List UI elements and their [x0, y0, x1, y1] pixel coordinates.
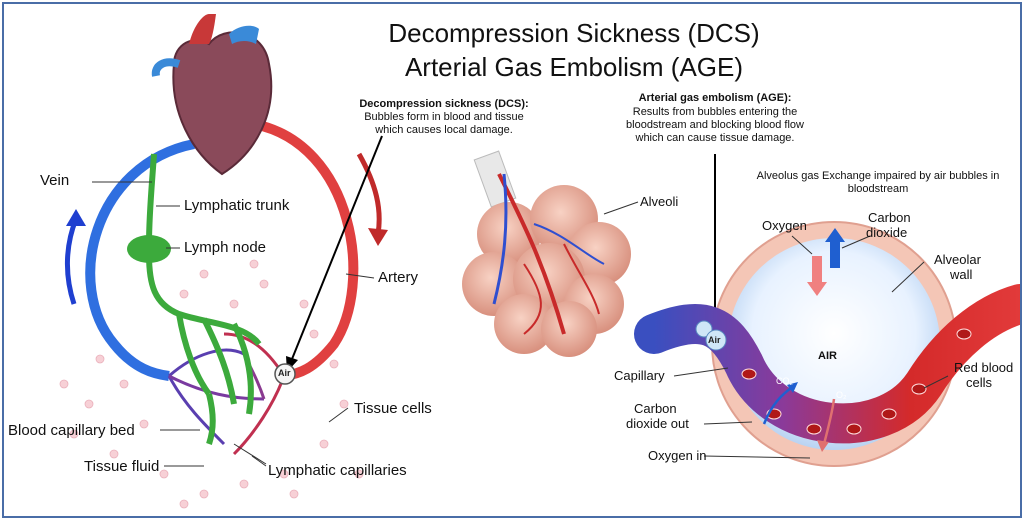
- lymph-node-shape: [127, 235, 171, 263]
- diagram-graphics: [59, 14, 1020, 509]
- dcs-note-line-2: which causes local damage.: [375, 124, 513, 136]
- age-note-line-2: bloodstream and blocking blood flow: [626, 119, 804, 131]
- label-oxygen: Oxygen: [762, 218, 807, 233]
- oxygen-in-arrowhead: [807, 282, 827, 296]
- tissue-cells: [59, 259, 364, 509]
- lymphatic-system: [146, 153, 262, 445]
- label-carbon: Carbon: [868, 210, 911, 225]
- vein-path: [85, 139, 195, 381]
- dcs-note-line-1: Bubbles form in blood and tissue: [364, 111, 524, 123]
- label-co2-out-2: dioxide out: [626, 416, 689, 431]
- vein-flow-arrow: [65, 218, 79, 305]
- label-tissue-cells: Tissue cells: [354, 400, 432, 417]
- artery-path: [252, 119, 359, 381]
- artery-flow-arrow: [356, 152, 382, 235]
- label-lymphatic-trunk: Lymphatic trunk: [184, 197, 290, 214]
- left-leader-lines: [92, 181, 375, 467]
- o2-arrowhead: [817, 440, 829, 452]
- label-red-blood: Red blood: [954, 360, 1014, 375]
- alveoli-cluster: [462, 150, 631, 357]
- co2-arrowhead: [787, 382, 798, 393]
- dcs-note-heading: Decompression sickness (DCS):: [359, 98, 529, 110]
- label-vein: Vein: [40, 172, 70, 189]
- label-air-bubble-right: Air: [708, 335, 721, 345]
- exchange-note-line-2: bloodstream: [847, 183, 909, 195]
- age-note-line-1: Results from bubbles entering the: [632, 106, 798, 118]
- label-artery: Artery: [378, 269, 419, 286]
- co2-out-arrowhead: [825, 228, 845, 242]
- exchange-note-line-1: Alveolus gas Exchange impaired by air bu…: [756, 170, 1000, 182]
- label-wall: wall: [950, 267, 973, 282]
- age-note-heading: Arterial gas embolism (AGE):: [638, 92, 792, 104]
- label-air-center: AIR: [818, 350, 837, 362]
- label-alveoli: Alveoli: [640, 194, 679, 209]
- label-cells: cells: [966, 375, 993, 390]
- oxygen-in-arrow: [812, 256, 822, 282]
- label-dioxide: dioxide: [866, 225, 908, 240]
- artery-arrowhead: [368, 228, 388, 246]
- title-line-2: Arterial Gas Embolism (AGE): [404, 52, 744, 82]
- label-o2-symbol: O₂: [836, 390, 847, 400]
- label-co2-out-1: Carbon: [634, 401, 677, 416]
- vein-arrowhead: [66, 209, 86, 226]
- co2-out-arrow: [830, 240, 840, 268]
- heart: [151, 14, 273, 176]
- air-bubble-small-1: [695, 320, 713, 338]
- label-co2-symbol: CO₂: [776, 376, 793, 386]
- air-bubble-right: [705, 329, 727, 351]
- label-alveolar: Alveolar: [934, 252, 981, 267]
- dcs-pointer: [289, 135, 383, 365]
- label-tissue-fluid: Tissue fluid: [84, 458, 160, 475]
- air-bubble-left: [274, 363, 296, 385]
- label-capillary: Capillary: [614, 368, 665, 383]
- title-line-1: Decompression Sickness (DCS): [388, 18, 760, 48]
- age-note-line-3: which can cause tissue damage.: [635, 132, 795, 144]
- label-lymphatic-capillaries: Lymphatic capillaries: [268, 462, 407, 479]
- red-blood-cells: [741, 328, 972, 435]
- label-lymph-node: Lymph node: [184, 239, 267, 256]
- o2-arrow: [822, 398, 836, 445]
- label-oxygen-in: Oxygen in: [648, 448, 707, 463]
- right-leader-lines: [673, 235, 949, 459]
- label-air-bubble-left: Air: [278, 368, 291, 378]
- label-blood-capillary-bed: Blood capillary bed: [8, 422, 135, 439]
- alveoli-leader: [603, 201, 639, 215]
